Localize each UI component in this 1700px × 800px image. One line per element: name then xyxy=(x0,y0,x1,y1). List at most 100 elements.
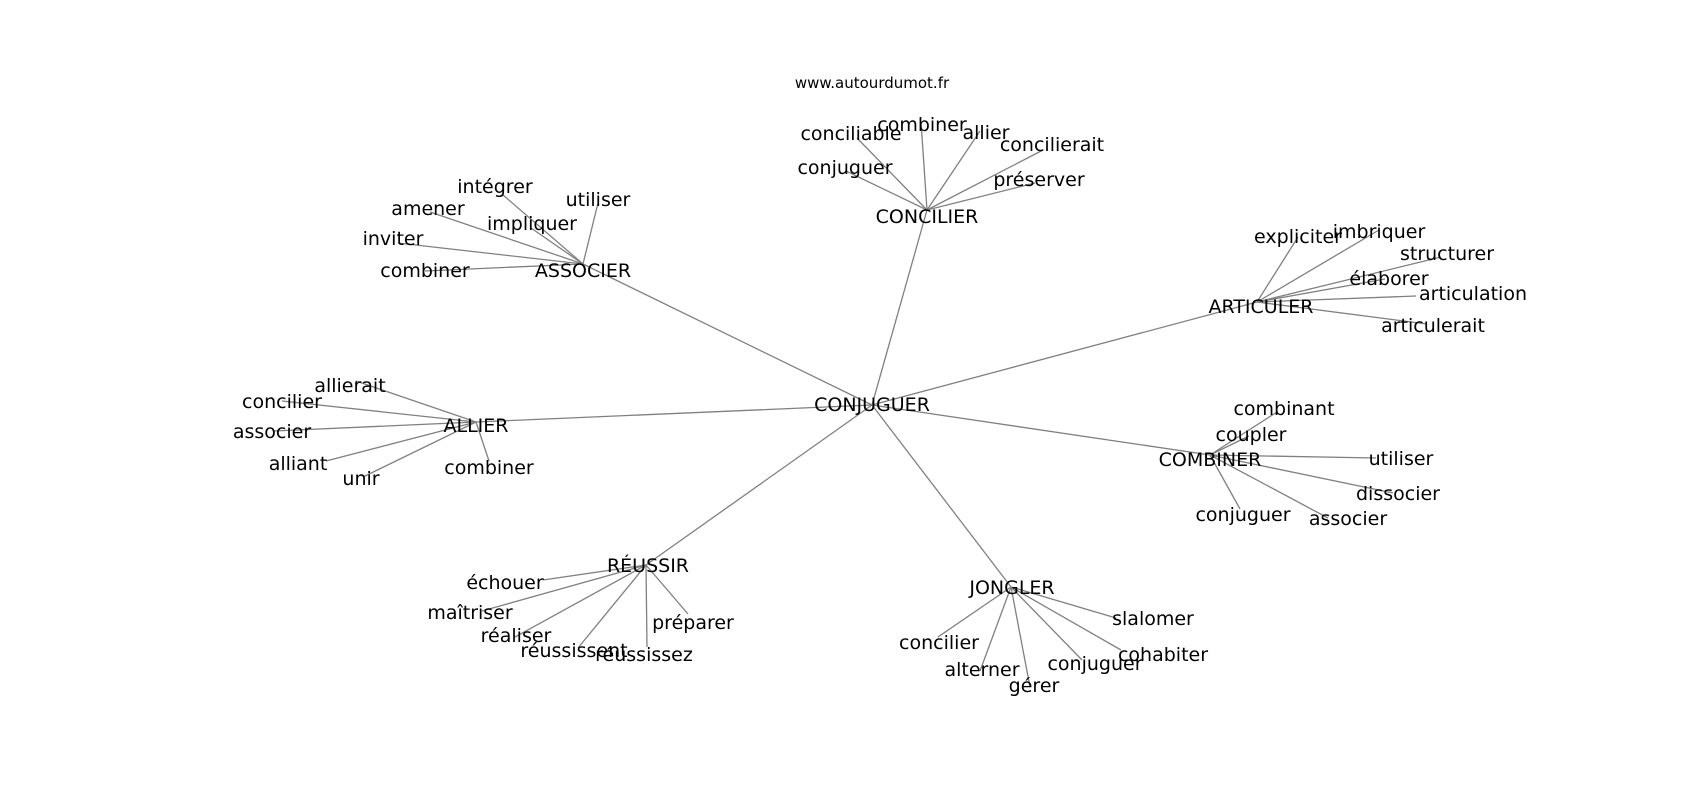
leaf-word[interactable]: échouer xyxy=(466,572,544,594)
leaf-word[interactable]: combiner xyxy=(877,114,967,136)
leaf-word[interactable]: associer xyxy=(1309,508,1387,530)
leaf-word[interactable]: utiliser xyxy=(566,189,631,211)
cluster-node[interactable]: CONCILIER xyxy=(876,206,979,228)
leaf-word[interactable]: élaborer xyxy=(1349,268,1428,290)
leaf-edge xyxy=(856,137,928,211)
leaf-edge xyxy=(1010,586,1031,688)
hub-edge xyxy=(871,404,1211,456)
leaf-word[interactable]: concilierait xyxy=(1000,134,1104,156)
leaf-edge xyxy=(424,263,584,272)
site-url: www.autourdumot.fr xyxy=(795,74,950,92)
leaf-edge xyxy=(645,564,689,615)
leaf-word[interactable]: articulerait xyxy=(1381,315,1485,337)
leaf-edge xyxy=(926,182,1036,211)
leaf-edge xyxy=(1256,278,1386,303)
leaf-word[interactable]: amener xyxy=(391,198,465,220)
leaf-edge xyxy=(481,564,647,612)
graph-edges xyxy=(273,121,1442,688)
leaf-word[interactable]: maîtriser xyxy=(427,602,513,624)
leaf-word[interactable]: conjuguer xyxy=(1195,504,1290,526)
leaf-word[interactable]: dissocier xyxy=(1356,483,1440,505)
leaf-word[interactable]: allier xyxy=(963,122,1010,144)
leaf-word[interactable]: utiliser xyxy=(1369,448,1434,470)
cluster-node[interactable]: COMBINER xyxy=(1159,449,1262,471)
graph-labels: www.autourdumot.fr CONJUGUER conciliable… xyxy=(233,74,1527,697)
leaf-edge xyxy=(577,564,647,649)
leaf-edge xyxy=(645,564,648,648)
leaf-edge xyxy=(1209,454,1241,510)
center-node[interactable]: CONJUGUER xyxy=(814,394,930,416)
leaf-edge xyxy=(325,421,477,462)
leaf-word[interactable]: alterner xyxy=(944,659,1019,681)
cluster-node[interactable]: ALLIER xyxy=(444,415,509,437)
leaf-word[interactable]: cohabiter xyxy=(1118,644,1208,666)
leaf-edge xyxy=(1010,586,1117,619)
leaf-word[interactable]: réussissez xyxy=(595,644,693,666)
leaf-edge xyxy=(979,586,1012,672)
leaf-edge xyxy=(542,564,647,581)
leaf-word[interactable]: préserver xyxy=(993,169,1084,191)
leaf-word[interactable]: réaliser xyxy=(481,625,552,647)
hub-edge xyxy=(475,404,873,423)
leaf-edge xyxy=(1256,301,1428,325)
leaf-word[interactable]: imbriquer xyxy=(1333,221,1426,243)
leaf-edge xyxy=(514,564,647,638)
leaf-word[interactable]: conciliable xyxy=(800,123,901,145)
hub-edge xyxy=(871,404,1012,588)
leaf-word[interactable]: coupler xyxy=(1216,424,1287,446)
cluster-node[interactable]: RÉUSSIR xyxy=(607,554,689,577)
cluster-node[interactable]: JONGLER xyxy=(968,577,1054,599)
leaf-edge xyxy=(502,194,584,265)
leaf-word[interactable]: concilier xyxy=(242,391,322,413)
leaf-word[interactable]: gérer xyxy=(1009,675,1060,697)
leaf-word[interactable]: combiner xyxy=(444,457,534,479)
leaf-word[interactable]: conjuguer xyxy=(797,157,892,179)
leaf-edge xyxy=(475,421,490,462)
leaf-word[interactable]: intégrer xyxy=(457,176,533,198)
cluster-node[interactable]: ARTICULER xyxy=(1209,296,1314,318)
leaf-edge xyxy=(926,149,1044,211)
leaf-word[interactable]: combiner xyxy=(380,260,470,282)
leaf-word[interactable]: alliant xyxy=(269,453,328,475)
leaf-word[interactable]: unir xyxy=(342,468,379,490)
leaf-word[interactable]: réussissent xyxy=(520,640,627,662)
leaf-edge xyxy=(920,121,928,211)
leaf-edge xyxy=(582,202,599,265)
leaf-edge xyxy=(530,227,584,265)
leaf-edge xyxy=(1209,454,1377,459)
hub-edge xyxy=(871,209,928,406)
leaf-word[interactable]: concilier xyxy=(899,632,979,654)
leaf-edge xyxy=(1209,454,1329,519)
leaf-word[interactable]: associer xyxy=(233,421,311,443)
leaf-word[interactable]: slalomer xyxy=(1112,608,1194,630)
leaf-word[interactable]: inviter xyxy=(363,228,424,250)
cluster-node[interactable]: ASSOCIER xyxy=(535,260,631,282)
leaf-word[interactable]: expliciter xyxy=(1254,226,1342,248)
leaf-edge xyxy=(1010,586,1122,651)
leaf-edge xyxy=(926,130,981,211)
leaf-edge xyxy=(1209,435,1250,456)
leaf-edge xyxy=(937,586,1012,638)
hub-edge xyxy=(582,263,873,406)
hub-edge xyxy=(871,301,1258,406)
leaf-word[interactable]: combinant xyxy=(1233,398,1334,420)
leaf-word[interactable]: préparer xyxy=(652,612,734,634)
leaf-edge xyxy=(273,421,477,432)
leaf-word[interactable]: conjuguer xyxy=(1047,653,1142,675)
leaf-edge xyxy=(1209,411,1278,456)
leaf-edge xyxy=(1256,256,1442,303)
leaf-edge xyxy=(362,421,477,478)
leaf-edge xyxy=(429,211,584,265)
leaf-word[interactable]: structurer xyxy=(1400,243,1494,265)
leaf-word[interactable]: allierait xyxy=(314,375,385,397)
leaf-edge xyxy=(1010,586,1083,661)
leaf-word[interactable]: articulation xyxy=(1419,283,1527,305)
leaf-edge xyxy=(1256,229,1380,303)
leaf-edge xyxy=(397,242,584,265)
hub-edge xyxy=(645,404,873,566)
leaf-word[interactable]: impliquer xyxy=(487,213,577,235)
leaf-edge xyxy=(845,170,928,211)
leaf-edge xyxy=(1256,236,1299,303)
leaf-edge xyxy=(1256,295,1417,303)
